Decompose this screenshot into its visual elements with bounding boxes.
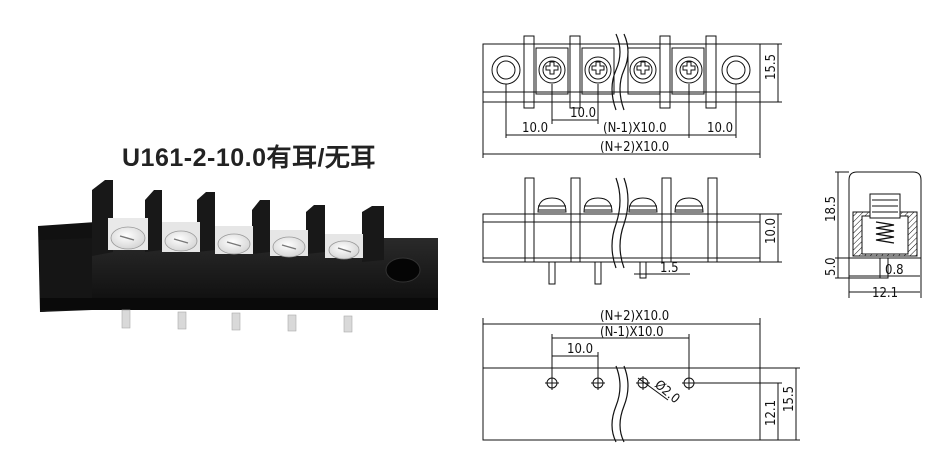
front-pin-dim: 1.5 — [660, 261, 679, 276]
top-pitch-left: 10.0 — [522, 121, 548, 136]
pcb-row-offset: 12.1 — [764, 400, 779, 426]
top-view — [482, 33, 782, 158]
top-pitch-right: 10.0 — [707, 121, 733, 136]
top-pitch-inner: 10.0 — [570, 106, 596, 121]
pcb-height-dim: 15.5 — [782, 386, 797, 412]
top-span-n-plus-2: (N+2)X10.0 — [600, 140, 669, 155]
side-pin-width: 0.8 — [885, 263, 904, 278]
pcb-span-n-minus-1: (N-1)X10.0 — [600, 325, 664, 340]
pcb-hole-diameter: Ø2.0 — [651, 378, 682, 407]
side-depth: 12.1 — [872, 286, 898, 301]
side-view — [835, 171, 922, 298]
front-view — [482, 177, 782, 285]
side-pin-length: 5.0 — [824, 257, 839, 276]
top-span-n-minus-1: (N-1)X10.0 — [603, 121, 667, 136]
screw-terminals-photo — [108, 218, 363, 260]
front-height-dim: 10.0 — [764, 218, 779, 244]
top-height-dim: 15.5 — [764, 54, 779, 80]
pcb-pitch: 10.0 — [567, 342, 593, 357]
product-photo — [38, 180, 438, 333]
product-title: U161-2-10.0有耳/无耳 — [122, 144, 376, 172]
pcb-span-n-plus-2: (N+2)X10.0 — [600, 309, 669, 324]
pcb-layout-view — [482, 318, 800, 443]
side-body-height: 18.5 — [824, 196, 839, 222]
